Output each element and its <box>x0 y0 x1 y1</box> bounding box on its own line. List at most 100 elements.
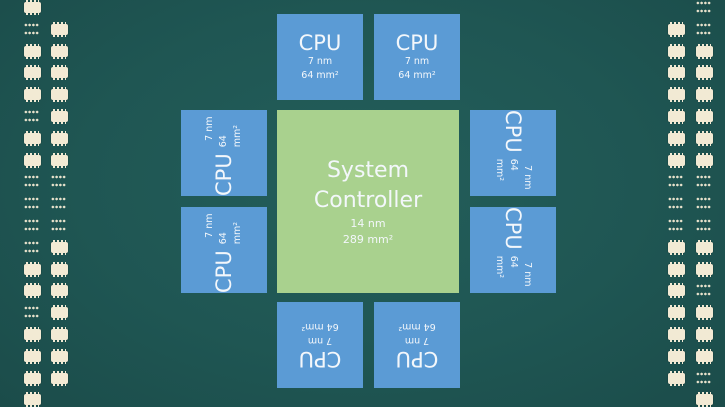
capacitor-pad <box>668 239 685 255</box>
contact-dot-cluster <box>24 197 39 211</box>
capacitor-pad <box>696 65 713 81</box>
cpu-die-left-top: CPU 7 nm 64 mm² <box>181 110 267 196</box>
contact-dot-cluster <box>696 197 711 211</box>
capacitor-pad <box>668 305 685 321</box>
cpu-label: CPU <box>395 31 439 55</box>
capacitor-pad <box>696 43 713 59</box>
cpu-die-right-bottom: CPU 7 nm 64 mm² <box>470 207 556 293</box>
capacitor-pad <box>668 87 685 103</box>
cpu-process: 7 nm <box>204 116 215 141</box>
capacitor-pad <box>24 65 41 81</box>
capacitor-pad <box>24 261 41 277</box>
cpu-label: CPU <box>212 153 236 196</box>
capacitor-pad <box>24 43 41 59</box>
cpu-process: 7 nm <box>522 262 533 287</box>
contact-dot-cluster <box>668 175 683 189</box>
cpu-area: 64 mm² <box>494 158 519 182</box>
contact-dot-cluster <box>24 110 39 123</box>
contact-dot-cluster <box>24 306 39 320</box>
cpu-process: 7 nm <box>404 56 430 67</box>
cpu-process: 7 nm <box>307 335 333 346</box>
capacitor-pad <box>24 348 41 364</box>
capacitor-pad <box>668 370 685 386</box>
cpu-die-right-top: CPU 7 nm 64 mm² <box>470 110 556 196</box>
capacitor-pad <box>51 283 68 299</box>
cpu-process: 7 nm <box>522 165 533 190</box>
capacitor-pad <box>696 348 713 364</box>
cpu-die-top-right: CPU 7 nm 64 mm² <box>374 14 460 100</box>
contact-dot-cluster <box>51 219 66 232</box>
cpu-area: 64 mm² <box>218 221 243 245</box>
capacitor-pad <box>668 130 685 146</box>
contact-dot-cluster <box>24 22 39 36</box>
cpu-label: CPU <box>395 347 439 371</box>
capacitor-pad <box>696 109 713 124</box>
capacitor-pad <box>51 305 68 321</box>
system-controller-die: System Controller 14 nm 289 mm² <box>277 110 459 293</box>
capacitor-pad <box>51 130 68 146</box>
contact-dot-cluster <box>51 175 66 189</box>
contact-dot-cluster <box>668 219 683 232</box>
capacitor-pad <box>51 65 68 81</box>
cpu-die-bottom-right: CPU 7 nm 64 mm² <box>374 302 460 388</box>
capacitor-pad <box>24 392 41 407</box>
cpu-label: CPU <box>298 347 342 371</box>
capacitor-pad <box>24 0 41 15</box>
capacitor-pad <box>668 261 685 277</box>
capacitor-pad <box>51 239 68 255</box>
capacitor-pad <box>51 261 68 277</box>
cpu-label: CPU <box>298 31 342 55</box>
cpu-label: CPU <box>212 250 236 293</box>
capacitor-pad <box>696 87 713 103</box>
controller-title-line2: Controller <box>313 187 423 213</box>
capacitor-pad <box>696 327 713 342</box>
capacitor-pad <box>696 239 713 255</box>
capacitor-pad <box>668 65 685 81</box>
capacitor-pad <box>51 21 68 37</box>
capacitor-pad <box>24 152 41 168</box>
capacitor-pad <box>24 87 41 103</box>
controller-area: 289 mm² <box>342 232 394 246</box>
cpu-area: 64 mm² <box>398 70 436 81</box>
cpu-area: 64 mm² <box>301 321 339 332</box>
contact-dot-cluster <box>696 22 711 36</box>
contact-dot-cluster <box>24 175 39 189</box>
capacitor-pad <box>24 327 41 342</box>
capacitor-pad <box>24 130 41 146</box>
cpu-label: CPU <box>501 207 525 250</box>
capacitor-pad <box>696 130 713 146</box>
capacitor-pad <box>668 21 685 37</box>
capacitor-pad <box>24 370 41 386</box>
capacitor-pad <box>696 261 713 277</box>
cpu-area: 64 mm² <box>301 70 339 81</box>
capacitor-pad <box>51 370 68 386</box>
capacitor-pad <box>696 305 713 321</box>
controller-title-line1: System <box>326 157 410 183</box>
contact-dot-cluster <box>24 240 39 254</box>
capacitor-pad <box>696 392 713 407</box>
capacitor-pad <box>668 348 685 364</box>
capacitor-pad <box>51 109 68 124</box>
cpu-area: 64 mm² <box>494 255 519 279</box>
capacitor-pad <box>668 283 685 299</box>
capacitor-pad <box>51 87 68 103</box>
capacitor-pad <box>51 43 68 59</box>
cpu-die-bottom-left: CPU 7 nm 64 mm² <box>277 302 363 388</box>
cpu-process: 7 nm <box>204 213 215 238</box>
contact-dot-cluster <box>696 219 711 232</box>
contact-dot-cluster <box>668 197 683 211</box>
capacitor-pad <box>51 152 68 168</box>
cpu-process: 7 nm <box>404 335 430 346</box>
capacitor-pad <box>696 152 713 168</box>
capacitor-pad <box>24 283 41 299</box>
capacitor-pad <box>51 348 68 364</box>
contact-dot-cluster <box>696 175 711 189</box>
capacitor-pad <box>668 43 685 59</box>
cpu-die-top-left: CPU 7 nm 64 mm² <box>277 14 363 100</box>
cpu-area: 64 mm² <box>398 321 436 332</box>
cpu-process: 7 nm <box>307 56 333 67</box>
contact-dot-cluster <box>696 284 711 298</box>
controller-process: 14 nm <box>350 216 386 230</box>
cpu-label: CPU <box>501 110 525 153</box>
contact-dot-cluster <box>696 371 711 385</box>
